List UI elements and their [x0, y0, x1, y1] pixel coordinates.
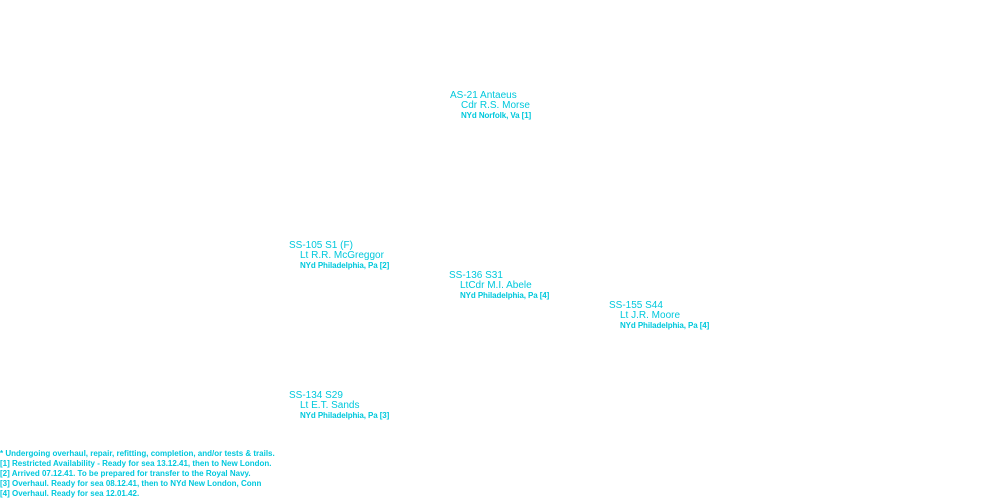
commander-label: LtCdr M.I. Abele — [460, 280, 532, 291]
commander-label: Lt J.R. Moore — [620, 310, 681, 321]
footnote-1: [1] Restricted Availability - Ready for … — [0, 459, 272, 468]
commander-label: Lt E.T. Sands — [300, 400, 360, 411]
footnote-2: [2] Arrived 07.12.41. To be prepared for… — [0, 469, 251, 478]
unit-ss105: SS-105 S1 (F) Lt R.R. McGreggor NYd Phil… — [289, 241, 389, 271]
footnote-3: [3] Overhaul. Ready for sea 08.12.41, th… — [0, 479, 262, 488]
footnote-asterisk: * Undergoing overhaul, repair, refitting… — [0, 449, 275, 458]
location-label: NYd Philadelphia, Pa [2] — [300, 261, 390, 270]
unit-ss136: SS-136 S31 LtCdr M.I. Abele NYd Philadel… — [449, 271, 549, 301]
hull-label: SS-155 S44 — [609, 300, 663, 311]
location-label: NYd Philadelphia, Pa [3] — [300, 411, 390, 420]
location-label: NYd Philadelphia, Pa [4] — [460, 291, 550, 300]
unit-ss155: SS-155 S44 Lt J.R. Moore NYd Philadelphi… — [609, 301, 709, 331]
unit-ss134: SS-134 S29 Lt E.T. Sands NYd Philadelphi… — [289, 391, 389, 421]
hull-label: SS-105 S1 (F) — [289, 240, 353, 251]
location-label: NYd Philadelphia, Pa [4] — [620, 321, 710, 330]
location-label: NYd Norfolk, Va [1] — [461, 111, 532, 120]
footnotes: * Undergoing overhaul, repair, refitting… — [0, 449, 275, 499]
hull-label: SS-134 S29 — [289, 390, 343, 401]
unit-as21: AS-21 Antaeus Cdr R.S. Morse NYd Norfolk… — [450, 91, 531, 121]
commander-label: Cdr R.S. Morse — [461, 100, 530, 111]
hull-label: AS-21 Antaeus — [450, 90, 517, 101]
hull-label: SS-136 S31 — [449, 270, 503, 281]
commander-label: Lt R.R. McGreggor — [300, 250, 384, 261]
footnote-4: [4] Overhaul. Ready for sea 12.01.42. — [0, 489, 140, 498]
